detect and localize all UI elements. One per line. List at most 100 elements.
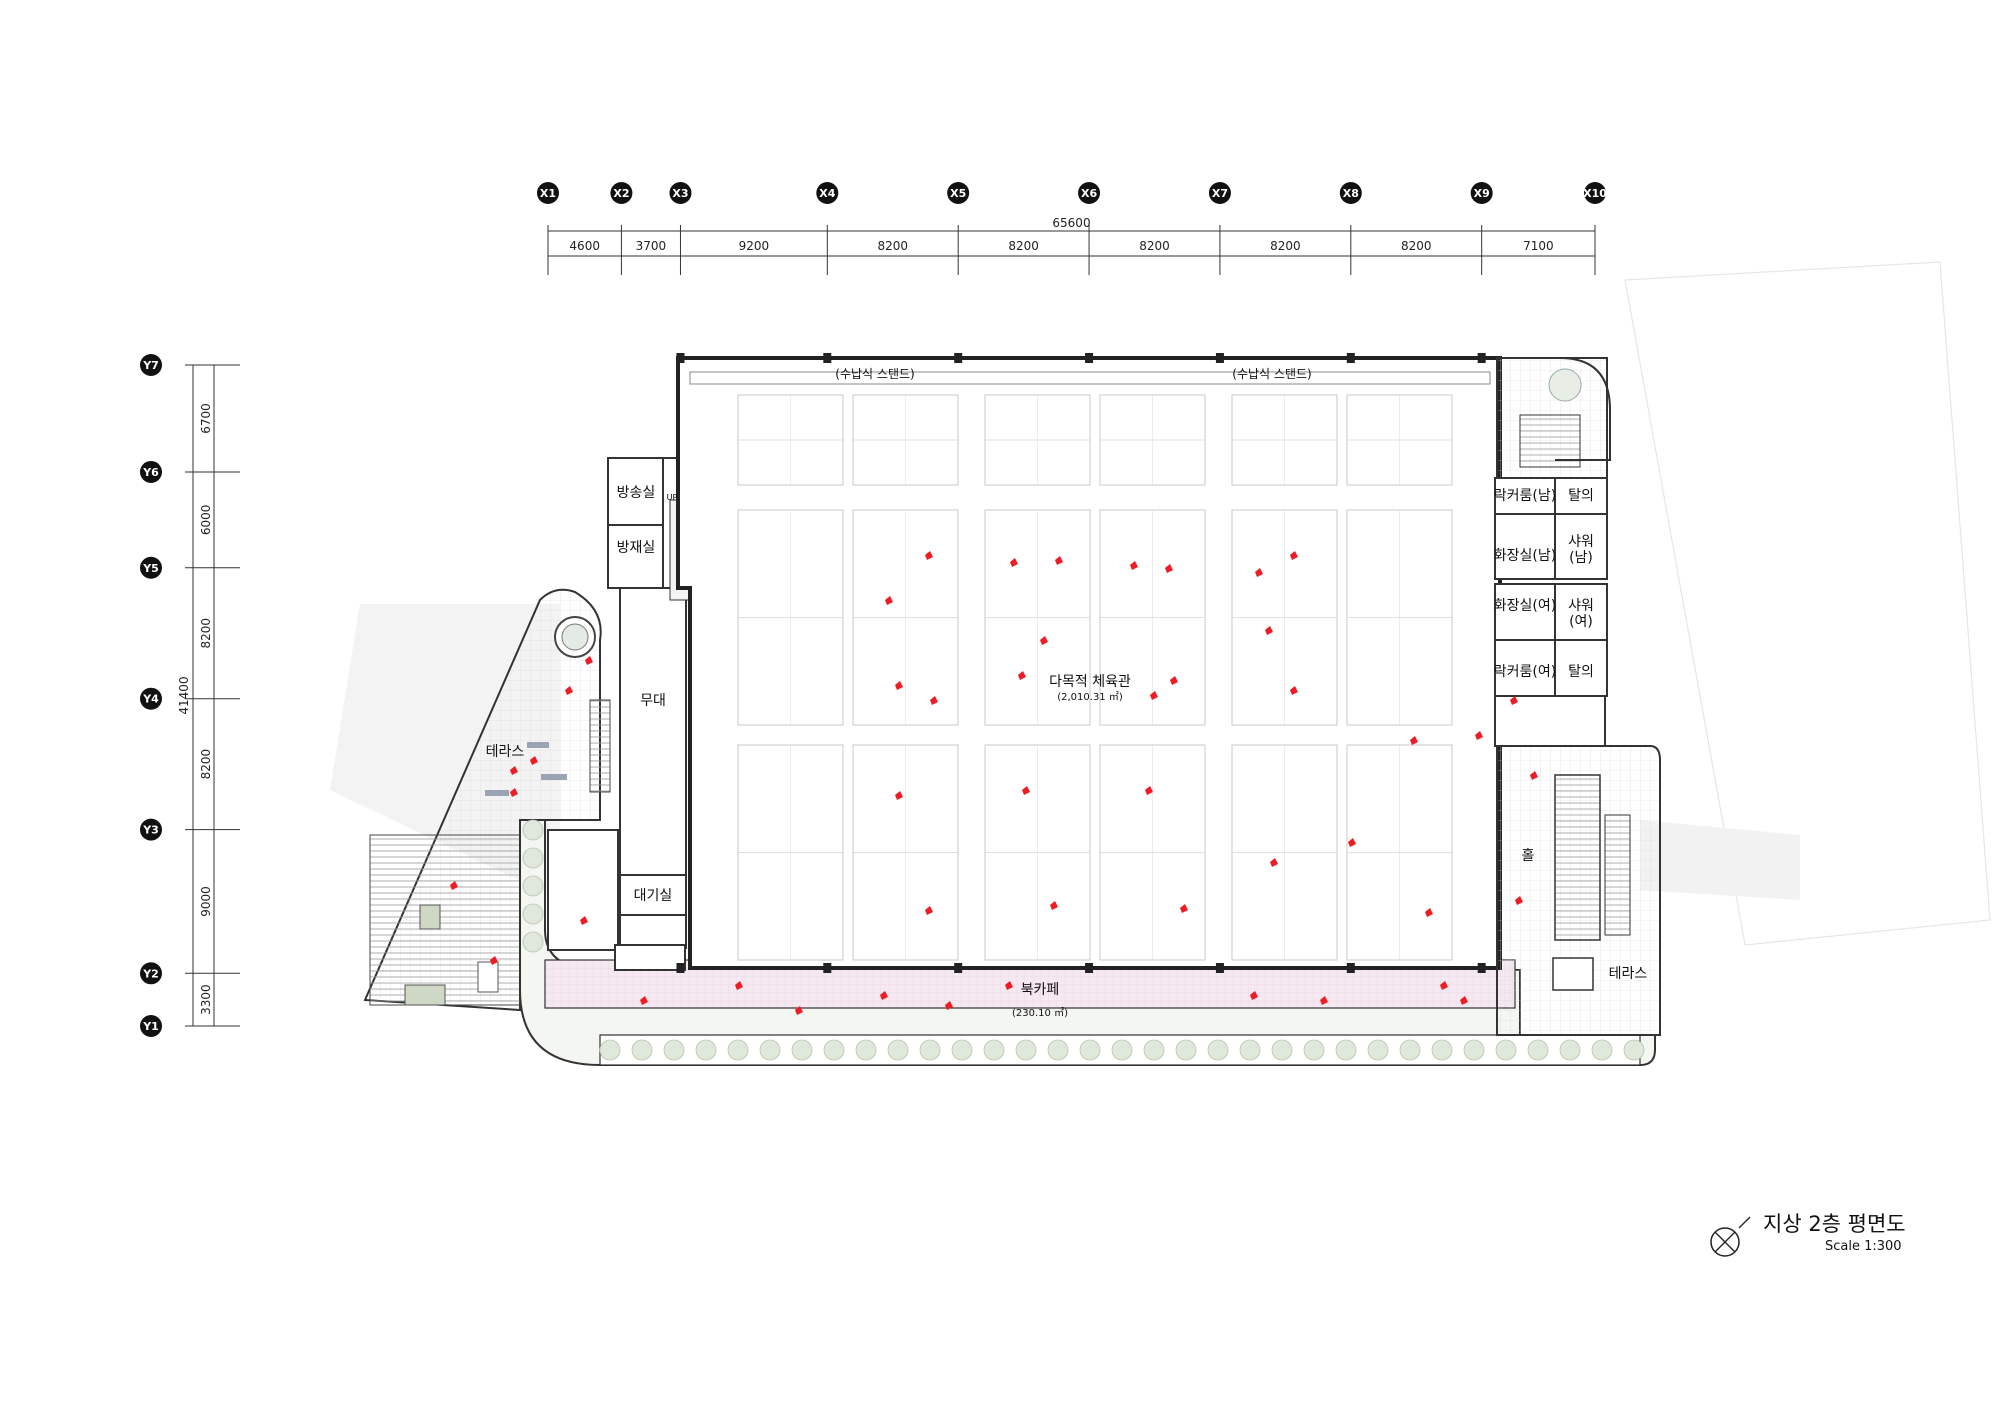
site-shadow-right-band (1640, 820, 1800, 900)
terrace-right-label: 테라스 (1609, 966, 1648, 982)
person-figure (795, 1006, 803, 1015)
person-figure (580, 916, 588, 925)
tree-symbol (1463, 1039, 1485, 1061)
person-figure (925, 906, 933, 915)
structural-column (954, 353, 963, 363)
tree-symbol (1335, 1039, 1357, 1061)
x-span-dimension: 4600 (569, 239, 600, 253)
tree-symbol (1303, 1039, 1325, 1061)
person-figure (895, 681, 903, 690)
person-figure (1290, 686, 1298, 695)
x-span-dimension: 8200 (1270, 239, 1301, 253)
grid-label-y: Y5 (142, 562, 159, 575)
broadcast-room-label: 방송실 (617, 485, 656, 501)
grid-bubble-y: Y5 (140, 556, 162, 579)
book-cafe-area-label: (230.10 ㎡) (1012, 1007, 1068, 1019)
court-outline (984, 744, 1091, 961)
grid-bubble-y: Y1 (140, 1015, 162, 1037)
grid-bubble-x: X2 (610, 182, 633, 204)
waiting-room-label: 대기실 (634, 888, 673, 904)
grid-bubble-y: Y7 (140, 354, 162, 376)
person-figure (1270, 858, 1278, 867)
grid-bubble-x: X4 (816, 182, 839, 204)
structural-column (954, 963, 963, 973)
dress-men-label: 탈의 (1568, 488, 1594, 504)
grid-label-y: Y6 (142, 466, 159, 479)
structural-column (676, 963, 685, 973)
site-shadow-right (1624, 261, 1991, 946)
person-figure (1250, 991, 1258, 1000)
structural-column (1477, 353, 1486, 363)
x-dimension-lines (547, 225, 1596, 275)
y-span-dimension: 3300 (199, 984, 213, 1015)
grid-label-x: X8 (1343, 187, 1359, 200)
dress-women-label: 탈의 (1568, 664, 1594, 680)
person-figure (1475, 731, 1483, 740)
grid-label-y: Y7 (142, 359, 159, 372)
person-figure (1055, 556, 1063, 565)
y-span-dimension: 6000 (199, 505, 213, 536)
grid-label-x: X1 (540, 187, 556, 200)
court-outline (984, 394, 1091, 486)
person-figure (1165, 564, 1173, 573)
court-outline (737, 509, 844, 726)
y-span-dimension: 8200 (199, 749, 213, 780)
grid-bubble-x: X5 (947, 182, 970, 204)
tree-symbol (1079, 1039, 1101, 1061)
structural-column (1085, 963, 1094, 973)
person-figure (885, 596, 893, 605)
structural-column (1346, 963, 1355, 973)
person-figure (530, 756, 538, 765)
grid-bubble-y: Y2 (140, 962, 162, 985)
structural-column (823, 353, 832, 363)
planter-circle-ne (1548, 368, 1582, 402)
tree-symbol (1015, 1039, 1037, 1061)
person-figure (1018, 671, 1026, 680)
person-figure (925, 551, 933, 560)
grid-bubble-x: X7 (1208, 182, 1231, 204)
tree-symbol (1111, 1039, 1133, 1061)
structural-column (1346, 353, 1355, 363)
person-figure (930, 696, 938, 705)
tree-symbol (522, 931, 544, 953)
tree-symbol (522, 847, 544, 869)
toilet-women-label: 화장실(여) (1494, 598, 1556, 614)
structural-column (1215, 353, 1224, 363)
person-figure (895, 791, 903, 800)
person-figure (510, 788, 518, 797)
tree-symbol (1207, 1039, 1229, 1061)
people-figures (450, 551, 1538, 1015)
x-grid-bubbles: X1 X2 X3 X4 X5 X6 X7 X8 X9 X10 (537, 182, 1607, 204)
stand-left-label: (수납식 스탠드) (835, 367, 914, 381)
grid-bubble-y: Y4 (140, 687, 162, 710)
tree-symbol (1367, 1039, 1389, 1061)
grid-bubble-x: X3 (669, 182, 692, 204)
grid-label-x: X2 (613, 187, 629, 200)
up-label: UP (667, 493, 678, 502)
person-figure (1320, 996, 1328, 1005)
grid-label-x: X10 (1583, 187, 1607, 200)
terrace-left-label: 테라스 (486, 744, 525, 760)
person-figure (1005, 981, 1013, 990)
person-figure (640, 996, 648, 1005)
gym-label: 다목적 체육관 (1049, 674, 1131, 690)
shower-men-label: 샤워 (1568, 534, 1594, 550)
grid-bubble-x: X9 (1470, 182, 1493, 204)
tree-symbol (631, 1039, 653, 1061)
court-outline (1346, 744, 1453, 961)
shower-women-sub-label: (여) (1569, 614, 1593, 630)
grid-bubble-x: X6 (1078, 182, 1101, 204)
tree-symbol (1239, 1039, 1261, 1061)
tree-symbol (823, 1039, 845, 1061)
person-figure (1022, 786, 1030, 795)
grid-label-y: Y2 (142, 967, 159, 980)
grid-bubble-y: Y3 (140, 818, 162, 841)
structural-column (676, 353, 685, 363)
x-span-dimension: 8200 (1401, 239, 1432, 253)
person-figure (450, 881, 458, 890)
person-figure (1510, 696, 1518, 705)
north-arrow-icon (1710, 1216, 1751, 1257)
person-figure (1040, 636, 1048, 645)
court-outline (984, 509, 1091, 726)
tree-symbol (951, 1039, 973, 1061)
